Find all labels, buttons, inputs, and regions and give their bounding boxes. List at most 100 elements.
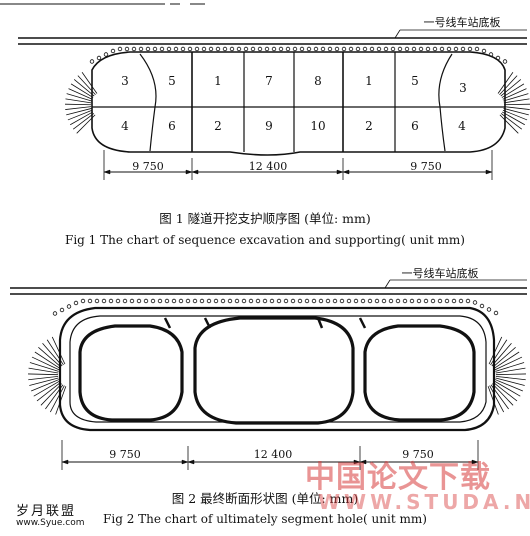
grout-bead <box>94 298 100 304</box>
grout-bead <box>458 298 464 304</box>
grout-bead <box>131 46 137 52</box>
fig2-dim-left: 9 750 <box>109 448 141 461</box>
grout-bead <box>178 298 184 304</box>
anchor-ray <box>497 72 514 94</box>
fig2-bore-right <box>363 324 476 422</box>
anchor-ray <box>489 385 505 413</box>
grout-bead <box>402 298 408 304</box>
grout-bead <box>145 46 151 52</box>
grout-bead <box>101 298 107 304</box>
anchor-ray <box>34 351 61 369</box>
anchor-ray <box>38 347 62 368</box>
grout-bead <box>89 59 95 64</box>
anchor-ray <box>502 109 528 121</box>
anchor-ray <box>503 98 530 104</box>
fig1-cell-1-right: 1 <box>365 74 373 88</box>
watermark-left-url: www.Syue.com <box>16 518 85 528</box>
anchor-ray <box>494 356 523 371</box>
figure-1 <box>0 3 530 180</box>
fig1-cell-9: 9 <box>265 119 273 133</box>
anchor-ray <box>490 339 508 366</box>
grout-bead <box>117 46 123 52</box>
grout-bead <box>383 46 389 52</box>
grout-bead <box>250 46 256 52</box>
grout-bead <box>444 298 450 304</box>
grout-bead <box>313 46 319 52</box>
grout-bead <box>222 46 228 52</box>
grout-bead <box>360 298 366 304</box>
grout-bead <box>355 46 361 52</box>
grout-bead <box>185 298 191 304</box>
anchor-ray <box>494 379 523 392</box>
fig1-dim-left: 9 750 <box>132 160 164 173</box>
grout-bead <box>208 46 214 52</box>
grout-bead <box>432 46 438 52</box>
grout-bead <box>474 46 480 52</box>
grout-bead <box>299 46 305 52</box>
grout-bead <box>367 298 373 304</box>
grout-bead <box>215 46 221 52</box>
fig2-anchor-rays-right <box>487 336 526 415</box>
grout-bead <box>290 298 296 304</box>
anchor-ray <box>45 384 64 410</box>
grout-bead <box>236 46 242 52</box>
grout-bead <box>248 298 254 304</box>
grout-bead <box>143 298 149 304</box>
fig1-dimensions: 9 750 12 400 9 750 <box>132 160 442 173</box>
grout-bead <box>59 307 65 313</box>
grout-bead <box>173 46 179 52</box>
anchor-ray <box>500 79 522 97</box>
anchor-ray <box>28 367 59 374</box>
anchor-ray <box>499 75 518 95</box>
grout-bead <box>297 298 303 304</box>
fig2-bore-left <box>78 324 184 422</box>
fig1-cell-5-right: 5 <box>411 74 419 88</box>
grout-bead <box>479 303 485 309</box>
grout-bead <box>320 46 326 52</box>
grout-bead <box>138 46 144 52</box>
grout-bead <box>192 298 198 304</box>
grout-bead <box>206 298 212 304</box>
grout-bead <box>124 46 130 52</box>
grout-bead <box>362 46 368 52</box>
grout-bead <box>369 46 375 52</box>
grout-bead <box>115 298 121 304</box>
anchor-ray <box>28 373 59 376</box>
fig2-bore-center <box>193 316 355 425</box>
anchor-ray <box>493 351 520 369</box>
grout-bead <box>472 300 478 305</box>
fig1-cell-7: 7 <box>265 74 273 88</box>
grout-bead <box>346 298 352 304</box>
fig1-cell-2-left: 2 <box>214 119 222 133</box>
grout-bead <box>52 311 58 316</box>
grout-bead <box>264 46 270 52</box>
anchor-ray <box>29 377 59 386</box>
grout-bead <box>460 46 466 52</box>
grout-bead <box>171 298 177 304</box>
fig1-dim-center: 12 400 <box>249 160 288 173</box>
anchor-ray <box>503 103 530 106</box>
anchor-ray <box>488 336 503 365</box>
grout-bead <box>327 46 333 52</box>
grout-bead <box>80 298 86 304</box>
anchor-ray <box>495 377 525 386</box>
anchor-ray <box>487 386 499 415</box>
anchor-ray <box>493 382 518 402</box>
fig1-anchor-rays-right <box>497 72 530 134</box>
grout-bead <box>451 298 457 304</box>
grout-bead <box>311 298 317 304</box>
grout-bead <box>292 46 298 52</box>
grout-bead <box>339 298 345 304</box>
anchor-ray <box>70 83 94 98</box>
anchor-ray <box>81 72 98 94</box>
grout-bead <box>446 46 452 52</box>
grout-bead <box>122 298 128 304</box>
grout-bead <box>271 46 277 52</box>
grout-bead <box>262 298 268 304</box>
anchor-ray <box>65 106 92 110</box>
grout-bead <box>285 46 291 52</box>
grout-bead <box>325 298 331 304</box>
anchor-ray <box>495 373 526 376</box>
anchor-ray <box>31 379 60 392</box>
